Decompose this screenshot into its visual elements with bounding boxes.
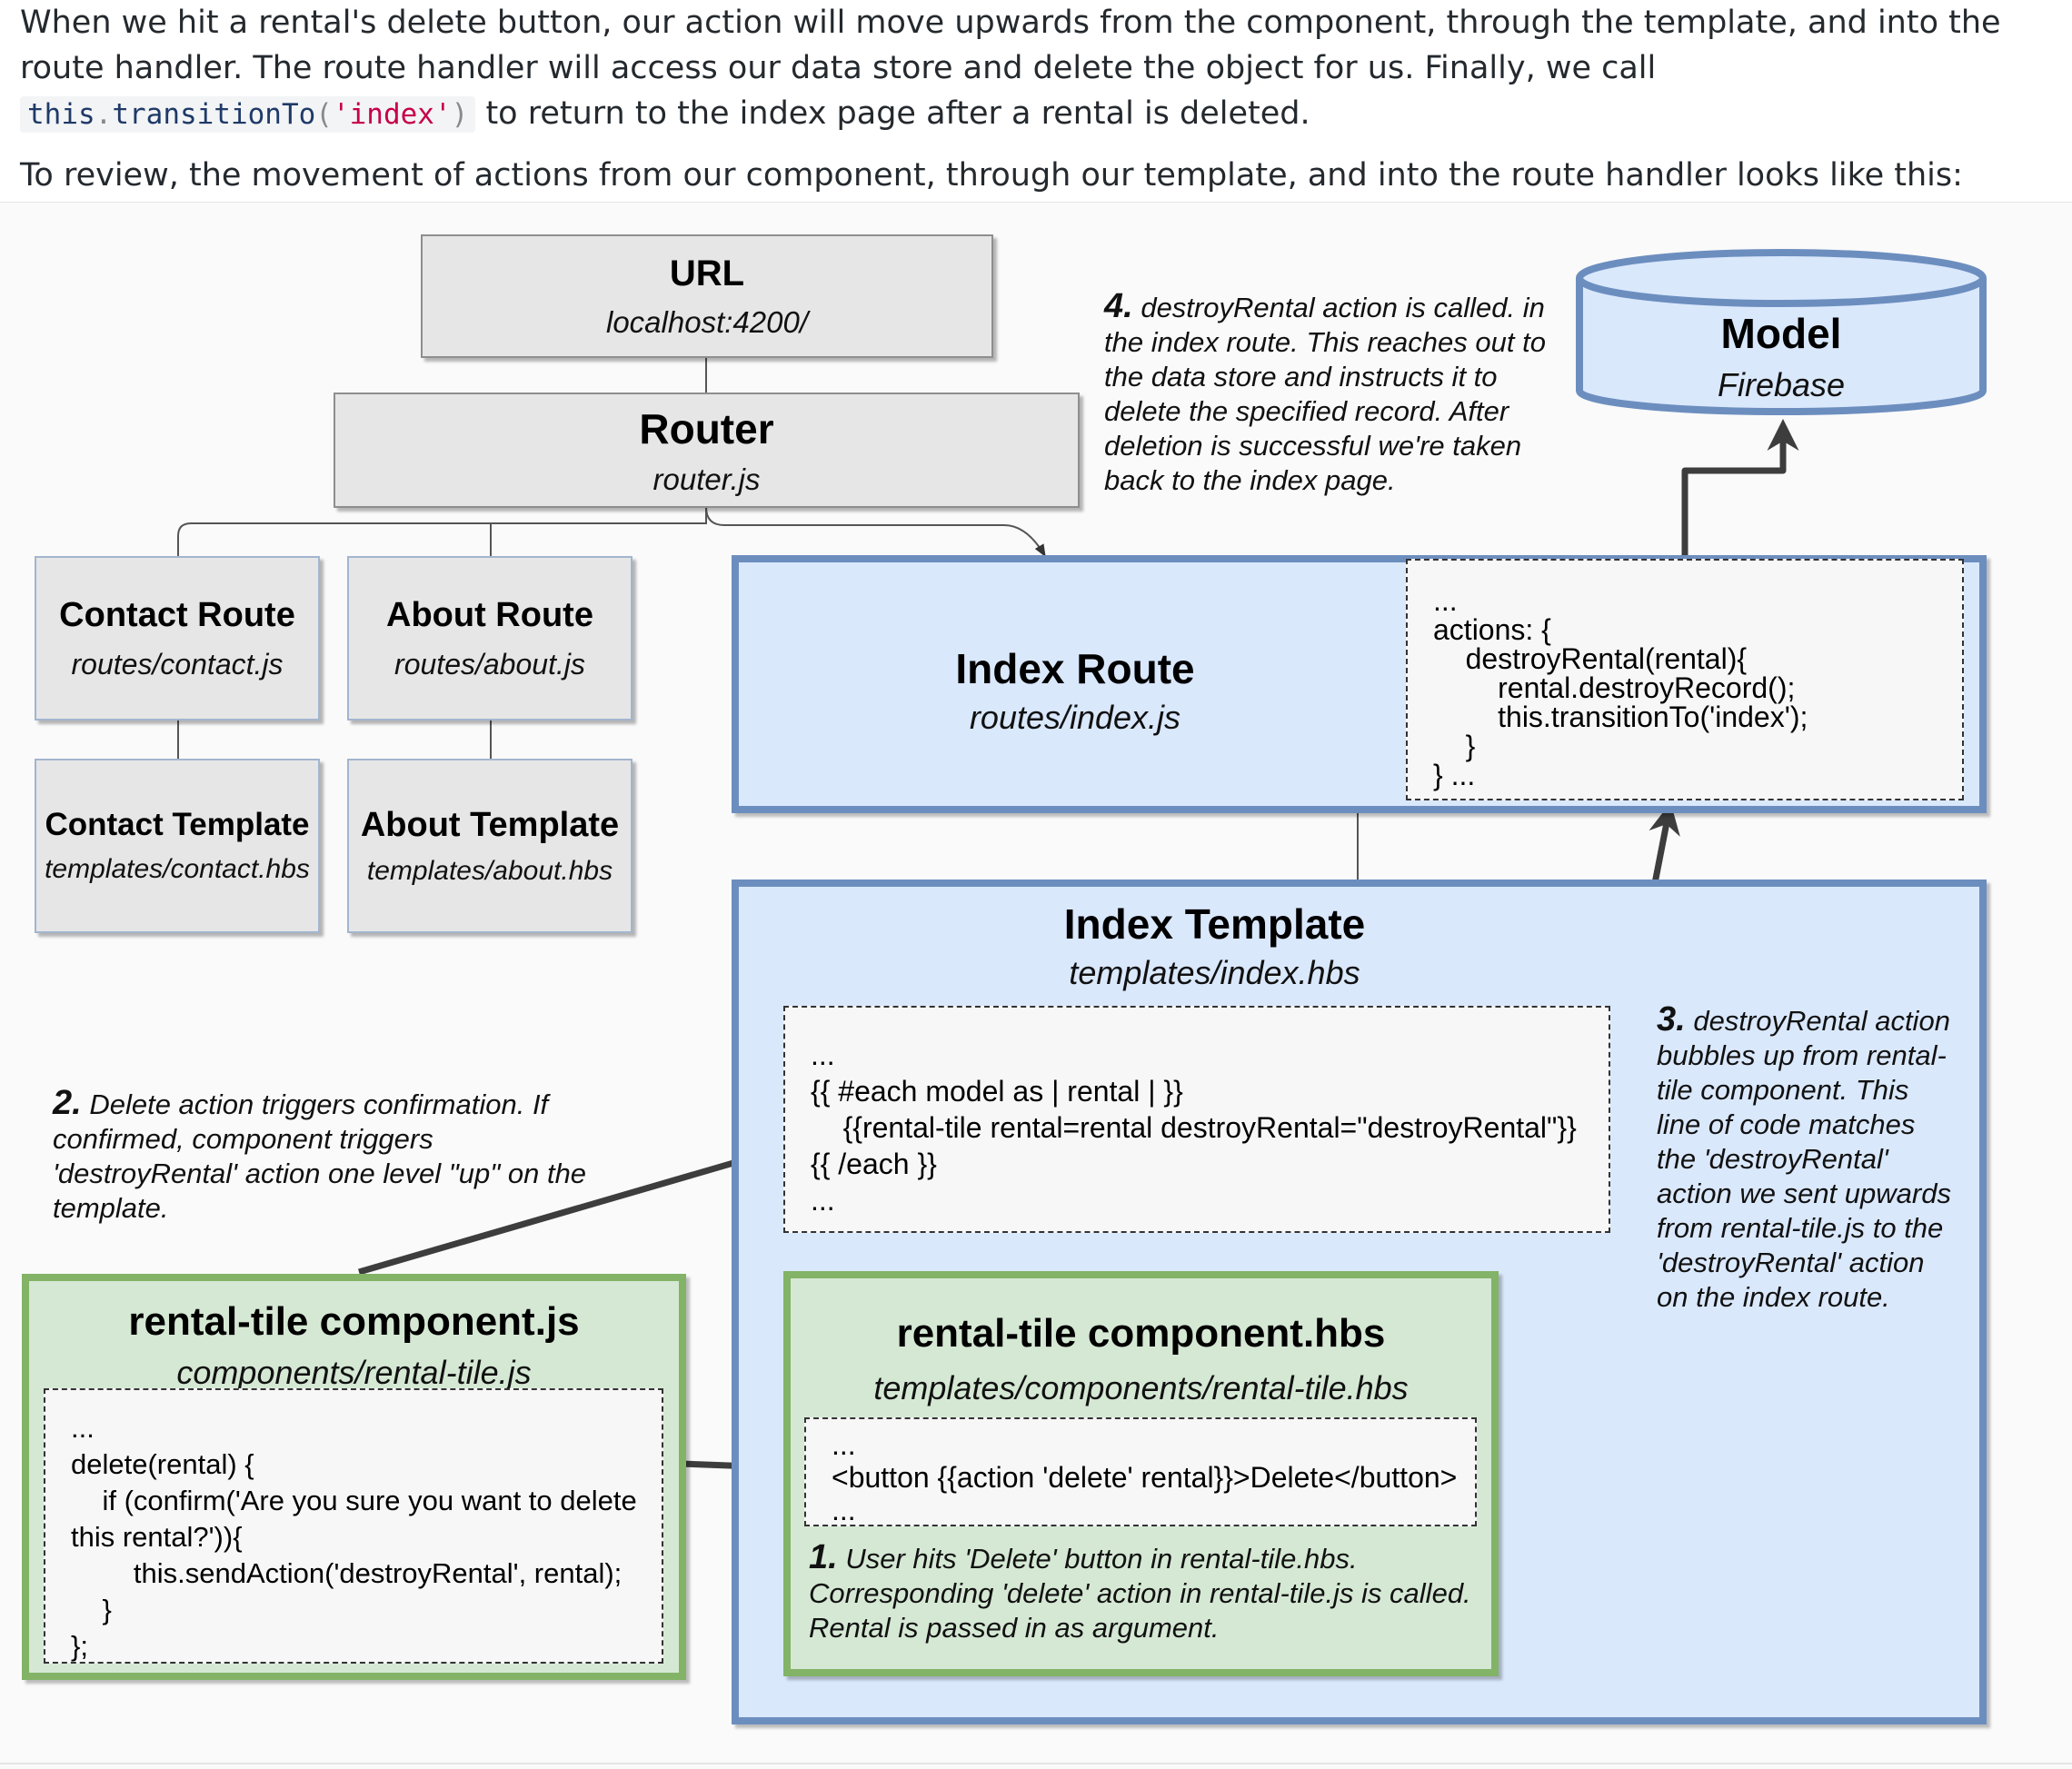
- url-title: URL: [669, 253, 745, 293]
- note-1-text: User hits 'Delete' button in rental-tile…: [809, 1543, 1471, 1644]
- router-title: Router: [639, 404, 774, 452]
- component-hbs-subtitle: templates/components/rental-tile.hbs: [873, 1369, 1409, 1406]
- contact-route-subtitle: routes/contact.js: [71, 647, 284, 681]
- note-4-text: destroyRental action is called. in the i…: [1104, 292, 1546, 496]
- index-route-title: Index Route: [955, 645, 1195, 692]
- note-2-text: Delete action triggers confirmation. If …: [53, 1088, 587, 1224]
- component-hbs-title: rental-tile component.hbs: [896, 1311, 1386, 1356]
- component-js-title: rental-tile component.js: [128, 1299, 580, 1344]
- about-template-box: About Template templates/about.hbs: [347, 759, 633, 933]
- index-template-subtitle: templates/index.hbs: [1069, 954, 1360, 991]
- component-js-subtitle: components/rental-tile.js: [176, 1354, 532, 1391]
- intro-text-after: to return to the index page after a rent…: [485, 95, 1310, 132]
- note-3-number: 3.: [1657, 1000, 1686, 1039]
- code-paren-close: ): [451, 98, 469, 131]
- intro-paragraph-1: When we hit a rental's delete button, ou…: [20, 0, 2056, 137]
- index-route-code: ... actions: { destroyRental(rental){ re…: [1406, 559, 1964, 800]
- code-paren-open: (: [315, 98, 333, 131]
- about-route-title: About Route: [386, 595, 593, 634]
- index-route-subtitle: routes/index.js: [969, 699, 1181, 736]
- about-template-subtitle: templates/about.hbs: [366, 855, 613, 886]
- connector-router-branches: [177, 506, 1045, 557]
- model-title: Model: [1720, 310, 1842, 357]
- figure-bottom-rule: [0, 1763, 2072, 1764]
- note-1: 1. User hits 'Delete' button in rental-t…: [809, 1540, 1481, 1645]
- model-cylinder: [1576, 249, 1987, 416]
- contact-template-subtitle: templates/contact.hbs: [45, 854, 310, 884]
- about-template-title: About Template: [360, 805, 620, 844]
- code-this: this: [27, 98, 95, 131]
- contact-template-title: Contact Template: [45, 807, 310, 842]
- contact-route-box: Contact Route routes/contact.js: [35, 556, 320, 721]
- note-3-text: destroyRental action bubbles up from ren…: [1657, 1005, 1951, 1313]
- code-string-arg: 'index': [332, 98, 452, 131]
- intro-text-before: When we hit a rental's delete button, ou…: [20, 5, 2001, 86]
- arrow-route-to-model: [1681, 419, 1799, 556]
- inline-code-transition: this.transitionTo('index'): [20, 96, 476, 133]
- url-subtitle: localhost:4200/: [606, 304, 808, 339]
- code-method: transitionTo: [112, 98, 316, 131]
- note-1-number: 1.: [809, 1538, 838, 1576]
- url-box: URL localhost:4200/: [421, 234, 993, 358]
- note-2-number: 2.: [53, 1084, 82, 1122]
- model-subtitle: Firebase: [1717, 366, 1846, 403]
- index-template-code: ... {{ #each model as | rental | }} {{re…: [783, 1006, 1610, 1233]
- about-route-box: About Route routes/about.js: [347, 556, 633, 721]
- contact-route-title: Contact Route: [59, 595, 295, 634]
- about-route-subtitle: routes/about.js: [394, 647, 585, 681]
- router-box: Router router.js: [334, 393, 1080, 508]
- note-4: 4. destroyRental action is called. in th…: [1104, 289, 1568, 498]
- note-2: 2. Delete action triggers confirmation. …: [53, 1086, 616, 1226]
- component-hbs-code: ... <button {{action 'delete' rental}}>D…: [804, 1417, 1477, 1526]
- router-subtitle: router.js: [652, 462, 761, 496]
- arrow-js-to-template: [358, 1142, 783, 1276]
- component-js-code: ... delete(rental) { if (confirm('Are yo…: [44, 1388, 663, 1664]
- code-dot: .: [95, 98, 113, 131]
- note-3: 3. destroyRental action bubbles up from …: [1657, 1002, 1957, 1315]
- note-4-number: 4.: [1104, 287, 1133, 325]
- index-template-title: Index Template: [1063, 900, 1366, 948]
- intro-paragraph-2: To review, the movement of actions from …: [20, 157, 1963, 194]
- contact-template-box: Contact Template templates/contact.hbs: [35, 759, 320, 933]
